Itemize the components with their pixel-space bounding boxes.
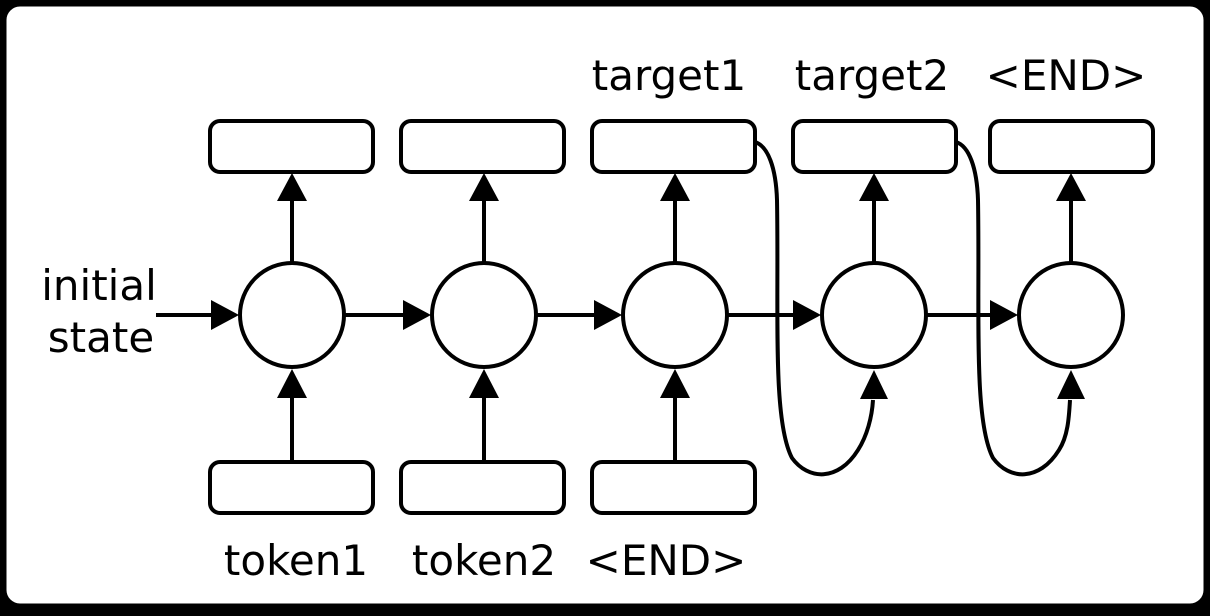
- rnn-cell-3: [621, 261, 729, 369]
- rnn-cell-5: [1017, 261, 1125, 369]
- input-box-2: [399, 460, 566, 515]
- input-arrow-3-head: [660, 369, 690, 398]
- initial-state-label-line1: initial: [41, 261, 157, 310]
- output-label-target1: target1: [592, 51, 746, 100]
- recurrent-arrow-1-head: [403, 300, 431, 330]
- initial-state-label-line2: state: [48, 313, 154, 362]
- output-box-5: [988, 119, 1155, 174]
- initial-state-arrow-head: [211, 300, 239, 330]
- output-label-end: <END>: [986, 51, 1147, 100]
- feedback-arrow-1-head: [860, 370, 888, 399]
- recurrent-arrow-3-head: [793, 300, 821, 330]
- input-label-token1: token1: [224, 536, 368, 585]
- output-arrow-3-head: [660, 173, 690, 201]
- rnn-cell-4: [820, 261, 928, 369]
- input-arrow-2-head: [469, 369, 499, 398]
- output-box-4: [791, 119, 958, 174]
- rnn-cell-2: [430, 261, 538, 369]
- output-label-target2: target2: [795, 51, 949, 100]
- input-arrow-1-head: [277, 369, 307, 398]
- output-box-3: [590, 119, 757, 174]
- input-box-1: [208, 460, 375, 515]
- feedback-arrow-1-curve: [754, 140, 875, 477]
- input-box-3: [590, 460, 757, 515]
- output-arrow-4-head: [859, 173, 889, 201]
- recurrent-arrow-4-head: [990, 300, 1018, 330]
- output-arrow-1-head: [277, 173, 307, 201]
- rnn-cell-1: [238, 261, 346, 369]
- feedback-arrow-2-curve: [955, 140, 1072, 477]
- output-box-2: [399, 119, 566, 174]
- output-arrow-2-head: [469, 173, 499, 201]
- input-label-end: <END>: [586, 536, 747, 585]
- feedback-arrow-2-head: [1057, 370, 1085, 399]
- output-arrow-5-head: [1056, 173, 1086, 201]
- output-box-1: [208, 119, 375, 174]
- recurrent-arrow-2-head: [594, 300, 622, 330]
- input-label-token2: token2: [412, 536, 556, 585]
